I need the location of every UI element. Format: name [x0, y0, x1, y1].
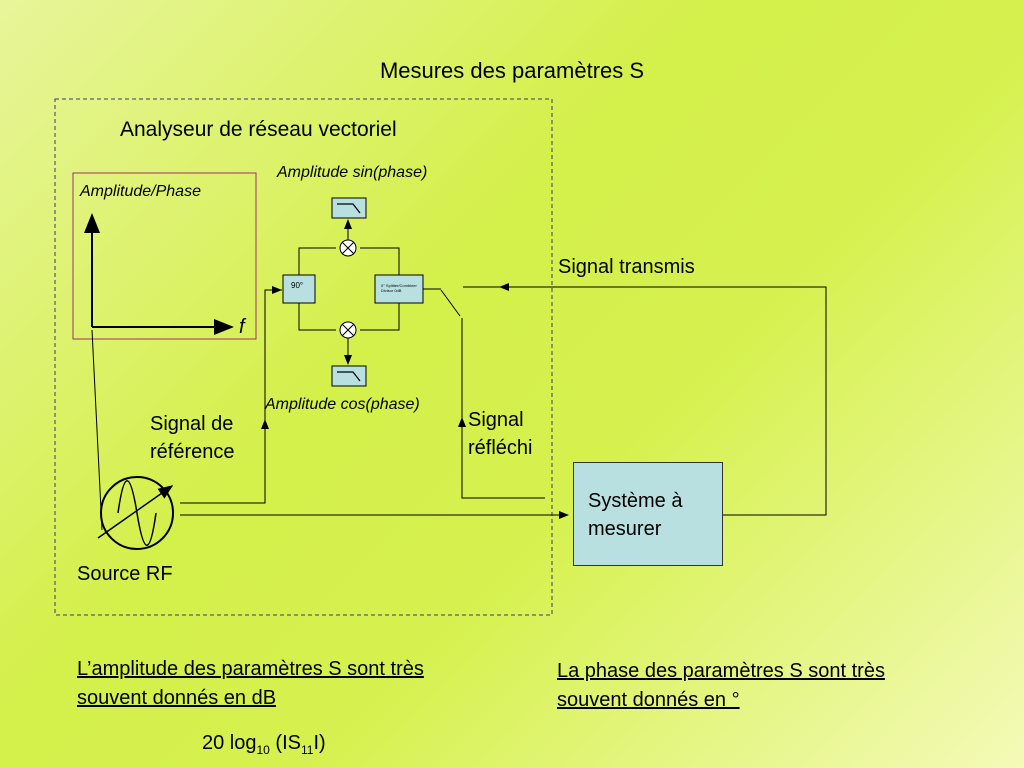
- db-formula: 20 log10 (IS11I): [202, 732, 326, 757]
- transmitted-signal-path: [463, 286, 827, 516]
- lowpass-filter-top-icon: [331, 197, 367, 219]
- amplitude-note: L’amplitude des paramètres S sont très s…: [77, 658, 424, 709]
- ref-signal-label: Signal de référence: [150, 413, 235, 463]
- plot-ylabel: Amplitude/Phase: [80, 183, 201, 200]
- source-rf-circle: [100, 476, 174, 550]
- switch-line: [440, 289, 461, 317]
- phase-note: La phase des paramètres S sont très souv…: [557, 660, 885, 711]
- vna-boundary: [54, 98, 553, 616]
- transmitted-signal-label: Signal transmis: [558, 256, 695, 278]
- vna-title: Analyseur de réseau vectoriel: [120, 118, 397, 141]
- source-rf-sine-icon: [117, 480, 157, 546]
- lowpass-filter-bottom-icon: [331, 365, 367, 387]
- iq-top-right-wire: [360, 247, 400, 275]
- source-to-plot-line: [91, 329, 103, 531]
- iq-bot-left-wire: [298, 303, 336, 331]
- source-rf-tuning-arrow: [97, 485, 174, 539]
- iq-bot-right-wire: [360, 303, 400, 331]
- reflected-signal-label: Signal réfléchi: [468, 409, 533, 459]
- phase-shifter-label: 90°: [291, 281, 304, 290]
- source-rf-label: Source RF: [77, 563, 173, 585]
- iq-top-left-wire: [298, 247, 336, 275]
- plot-frame: [72, 172, 257, 340]
- reflected-signal-path: [461, 318, 545, 499]
- plot-xlabel: f: [239, 316, 245, 338]
- system-under-test-box: Système à mesurer: [573, 462, 723, 566]
- splitter-label: 0° Splitter/Combiner Divisor 0dB: [381, 283, 417, 293]
- sin-label: Amplitude sin(phase): [277, 164, 428, 181]
- page-title: Mesures des paramètres S: [379, 58, 645, 83]
- cos-label: Amplitude cos(phase): [265, 396, 420, 413]
